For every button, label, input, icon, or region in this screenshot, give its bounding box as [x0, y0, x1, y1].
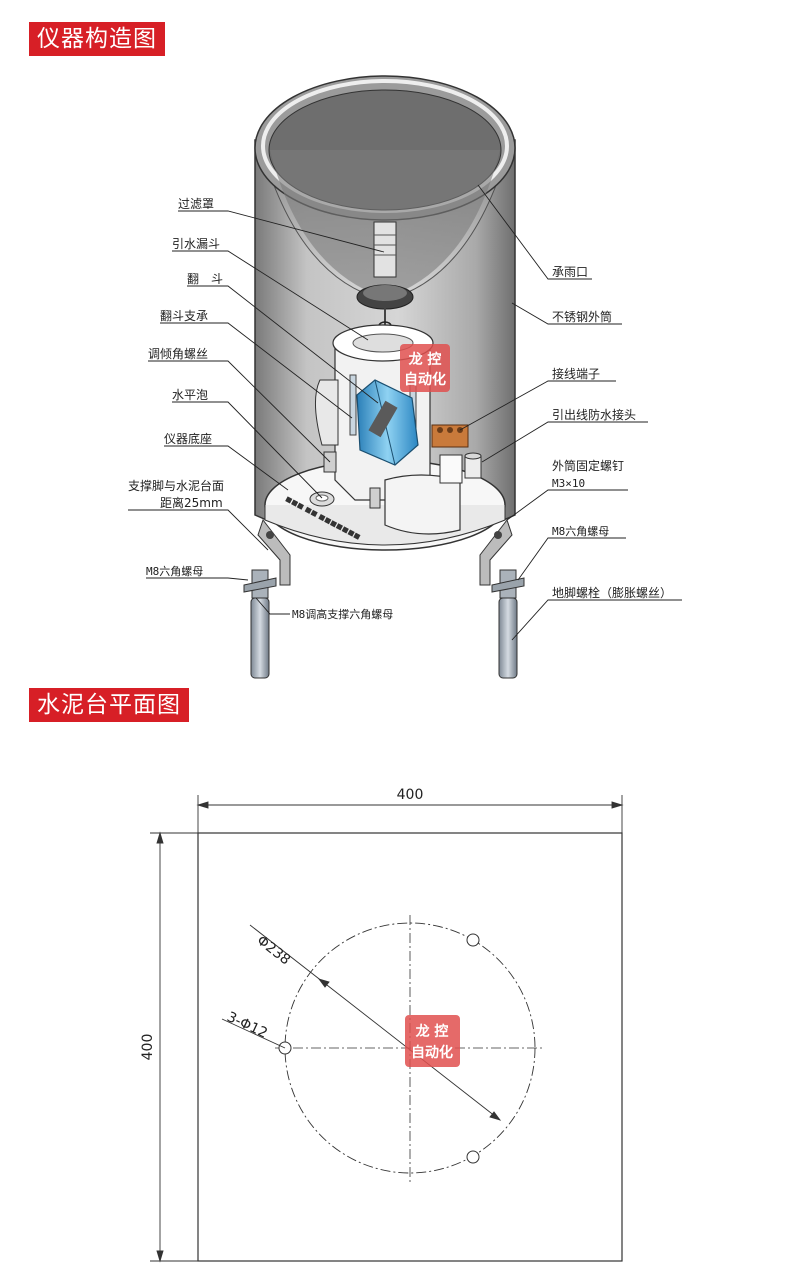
- label-fix-screw-size: M3×10: [552, 477, 585, 490]
- height-dimension-label: 400: [140, 1034, 156, 1061]
- label-level-bubble: 水平泡: [172, 388, 208, 402]
- label-waterproof-joint: 引出线防水接头: [552, 407, 636, 422]
- cement-base-plan-diagram: 400 400 Φ238 3-Φ12 龙 控 自动化: [140, 787, 624, 1263]
- svg-text:龙 控: 龙 控: [408, 351, 442, 368]
- label-terminal: 接线端子: [552, 366, 600, 381]
- terminal-block: [431, 424, 469, 448]
- support-leg-right: [479, 518, 513, 586]
- holes-leader: [221, 1018, 286, 1049]
- label-fix-screw: 外筒固定螺钉: [552, 458, 624, 473]
- plan-diagram-title: 水泥台平面图: [29, 688, 189, 722]
- diameter-leader: [249, 924, 502, 1121]
- tipping-bucket: [356, 379, 419, 466]
- leader-lines: [128, 184, 682, 641]
- label-base: 仪器底座: [164, 431, 212, 446]
- level-bubble: [309, 491, 335, 507]
- label-leg-line2: 距离25mm: [160, 495, 223, 510]
- rain-gauge-structure-diagram: ■■■ ■■ ■■■■■■■: [128, 75, 682, 679]
- label-leg-line1: 支撑脚与水泥台面: [128, 478, 224, 493]
- label-m8-nut-left: M8六角螺母: [146, 565, 203, 578]
- label-rain-inlet: 承雨口: [552, 265, 588, 279]
- waterproof-cable-joint: [464, 452, 482, 479]
- anchor-bolt-right: [491, 569, 525, 679]
- label-filter-cover: 过滤罩: [178, 197, 214, 211]
- mounting-hole-top-right: [466, 933, 480, 947]
- anchor-bolt-left: [243, 569, 277, 679]
- water-funnel: [356, 284, 414, 331]
- label-tipping-bucket: 翻 斗: [187, 272, 223, 286]
- svg-text:龙 控: 龙 控: [415, 1023, 449, 1040]
- diameter-label: Φ238: [254, 933, 294, 969]
- support-leg-left: [257, 518, 291, 586]
- width-dimension-label: 400: [397, 787, 424, 803]
- mounting-hole-bottom-right: [466, 1150, 480, 1164]
- label-bucket-support: 翻斗支承: [160, 309, 208, 323]
- cement-base-square: [197, 832, 623, 1262]
- label-outer-tube: 不锈钢外筒: [552, 309, 612, 324]
- svg-text:自动化: 自动化: [404, 371, 446, 388]
- watermark-logo: 龙 控 自动化: [400, 344, 450, 392]
- label-anchor-bolt: 地脚螺栓（膨胀螺丝）: [552, 585, 672, 600]
- filter-cover: [373, 221, 397, 278]
- label-funnel: 引水漏斗: [172, 237, 220, 251]
- label-tilt-screw: 调倾角螺丝: [148, 347, 208, 361]
- holes-label: 3-Φ12: [224, 1009, 270, 1042]
- height-dimension: [150, 831, 198, 1263]
- structure-diagram-title: 仪器构造图: [29, 22, 165, 56]
- watermark-logo-plan: 龙 控 自动化: [405, 1015, 460, 1067]
- base-shield: [384, 454, 463, 535]
- svg-text:自动化: 自动化: [411, 1044, 453, 1061]
- width-dimension: [196, 795, 624, 833]
- label-m8-adjust-nut: M8调高支撑六角螺母: [292, 607, 393, 621]
- label-m8-nut-right: M8六角螺母: [552, 525, 609, 538]
